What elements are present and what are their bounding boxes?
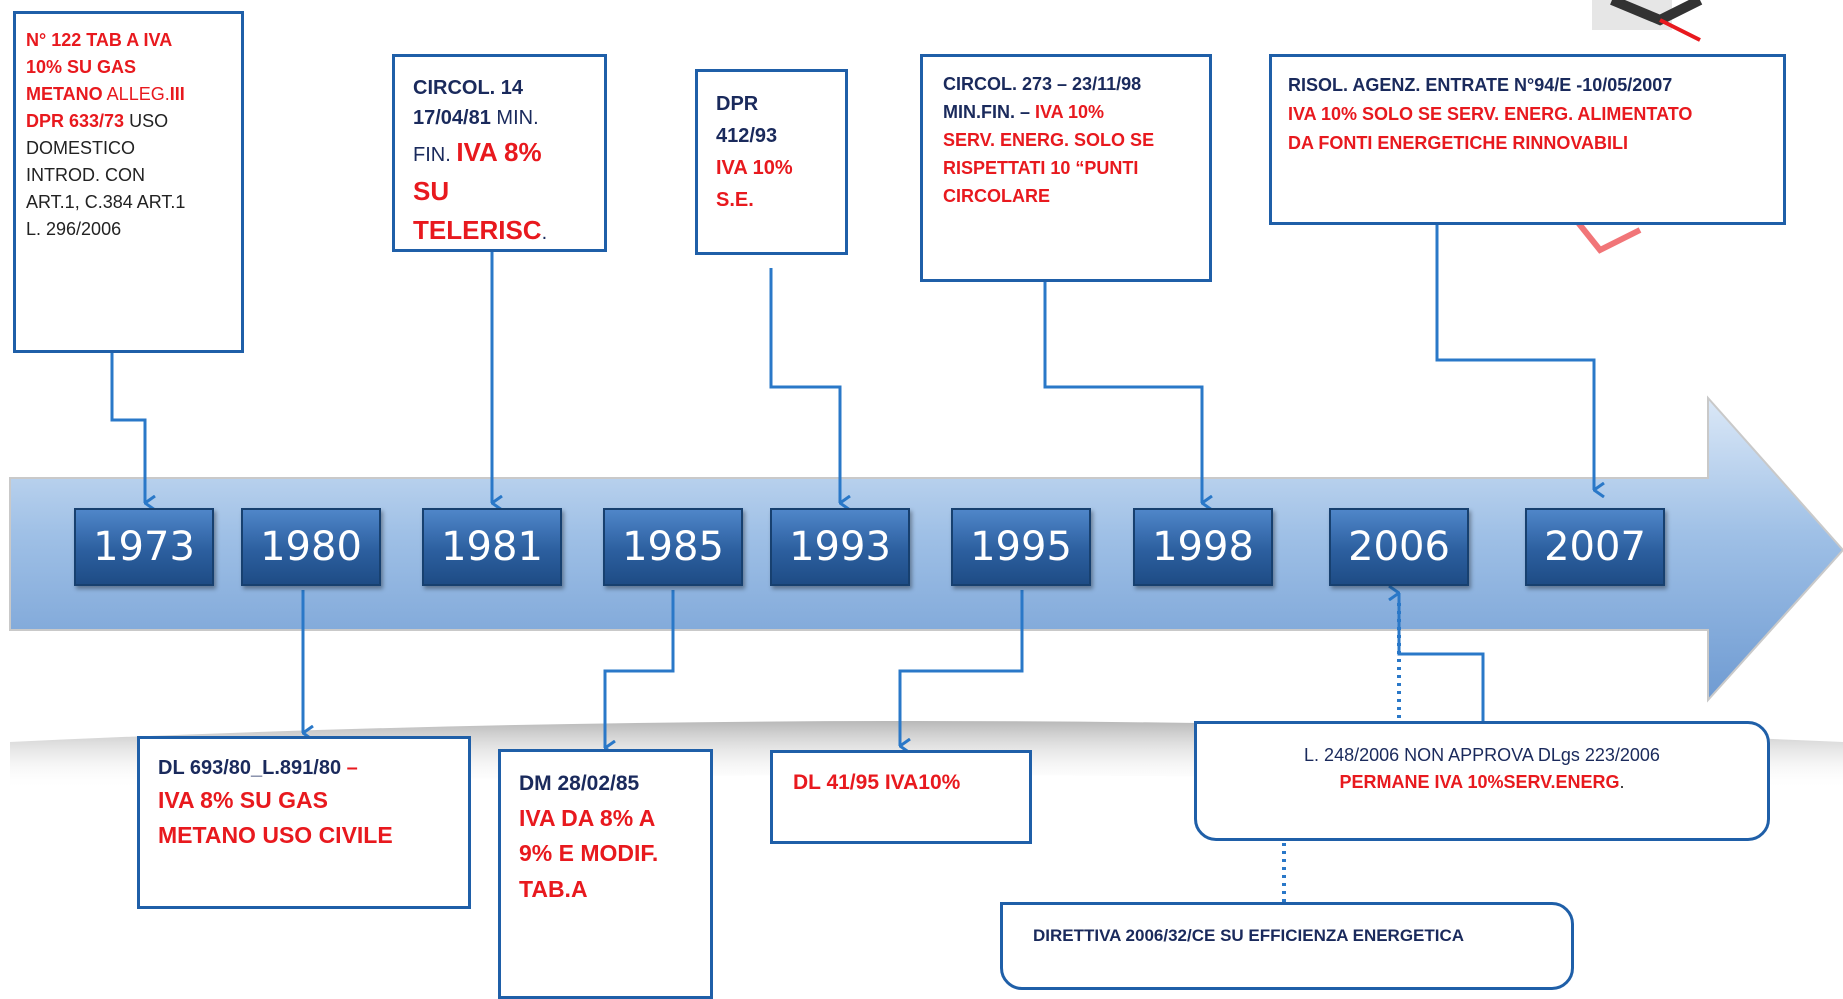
note-line: DPR 633/73 USO <box>26 111 169 131</box>
note-line: S.E. <box>716 189 754 211</box>
note-line: TAB.A <box>519 875 588 902</box>
note-box-2007: RISOL. AGENZ. ENTRATE N°94/E -10/05/2007… <box>1269 54 1786 225</box>
note-line: N° 122 TAB A IVA <box>26 30 173 50</box>
year-1993: 1993 <box>770 508 910 586</box>
note-line: L. 296/2006 <box>26 219 122 239</box>
connector-1993 <box>769 268 840 503</box>
note-line: DA FONTI ENERGETICHE RINNOVABILI <box>1288 132 1629 153</box>
note-line: IVA DA 8% A <box>519 804 656 831</box>
note-box-1998: CIRCOL. 273 – 23/11/98 MIN.FIN. – IVA 10… <box>920 54 1212 282</box>
connector-2006 <box>1399 593 1485 721</box>
note-box-1995: DL 41/95 IVA10% <box>770 750 1032 844</box>
note-box-1985: DM 28/02/85 IVA DA 8% A 9% E MODIF. TAB.… <box>498 749 713 999</box>
note-line: DM 28/02/85 <box>519 772 640 795</box>
note-line: DL 693/80_L.891/80 – <box>158 757 358 779</box>
note-line: RISOL. AGENZ. ENTRATE N°94/E -10/05/2007 <box>1288 75 1673 95</box>
timeline-arrow <box>9 395 1843 703</box>
year-1985: 1985 <box>603 508 743 586</box>
note-line: MIN.FIN. – IVA 10% <box>943 101 1105 122</box>
note-line: IVA 10% <box>716 157 793 179</box>
note-line: IVA 8% SU GAS <box>158 787 328 813</box>
year-2006: 2006 <box>1329 508 1469 586</box>
note-box-1973: N° 122 TAB A IVA 10% SU GAS METANO ALLEG… <box>13 11 244 353</box>
connector-1973 <box>110 352 145 503</box>
note-line: DOMESTICO <box>26 138 136 158</box>
note-line: RISPETTATI 10 “PUNTI <box>943 157 1139 178</box>
note-line: CIRCOL. 273 – 23/11/98 <box>943 74 1142 94</box>
directive-box: DIRETTIVA 2006/32/CE SU EFFICIENZA ENERG… <box>1000 902 1574 990</box>
connector-1995 <box>898 590 1024 746</box>
note-line: DIRETTIVA 2006/32/CE SU EFFICIENZA ENERG… <box>1033 926 1465 945</box>
note-line: 10% SU GAS <box>26 57 137 77</box>
note-box-1980: DL 693/80_L.891/80 – IVA 8% SU GAS METAN… <box>137 736 471 909</box>
note-line: SERV. ENERG. SOLO SE <box>943 129 1155 150</box>
connector-2007 <box>1435 225 1594 490</box>
note-line: METANO USO CIVILE <box>158 821 393 848</box>
year-1981: 1981 <box>422 508 562 586</box>
note-line: ART.1, C.384 ART.1 <box>26 192 186 212</box>
note-box-2006: L. 248/2006 NON APPROVA DLgs 223/2006 PE… <box>1194 721 1770 841</box>
note-line: INTROD. CON <box>26 165 145 185</box>
connector-1985 <box>603 590 675 748</box>
note-line: PERMANE IVA 10%SERV.ENERG. <box>1339 772 1625 792</box>
connector-1998 <box>1043 282 1202 503</box>
note-line: CIRCOLARE <box>943 185 1050 206</box>
note-line: CIRCOL. 14 <box>413 77 524 99</box>
note-line: FIN. IVA 8% <box>413 137 542 167</box>
note-line: L. 248/2006 NON APPROVA DLgs 223/2006 <box>1304 745 1660 765</box>
note-line: METANO ALLEG.III <box>26 84 185 104</box>
note-line: IVA 10% SOLO SE SERV. ENERG. ALIMENTATO <box>1288 103 1693 124</box>
year-2007: 2007 <box>1525 508 1665 586</box>
note-box-1993: DPR 412/93 IVA 10% S.E. <box>695 69 848 255</box>
year-1998: 1998 <box>1133 508 1273 586</box>
note-line: 9% E MODIF. <box>519 840 659 867</box>
note-line: 412/93 <box>716 125 778 147</box>
year-1995: 1995 <box>951 508 1091 586</box>
note-box-1981: CIRCOL. 14 17/04/81 MIN. FIN. IVA 8% SU … <box>392 54 607 252</box>
note-line: DPR <box>716 93 759 115</box>
year-1973: 1973 <box>74 508 214 586</box>
note-line: DL 41/95 IVA10% <box>793 771 961 794</box>
note-line: SU TELERISC. <box>413 176 548 245</box>
note-line: 17/04/81 MIN. <box>413 107 539 129</box>
year-1980: 1980 <box>241 508 381 586</box>
